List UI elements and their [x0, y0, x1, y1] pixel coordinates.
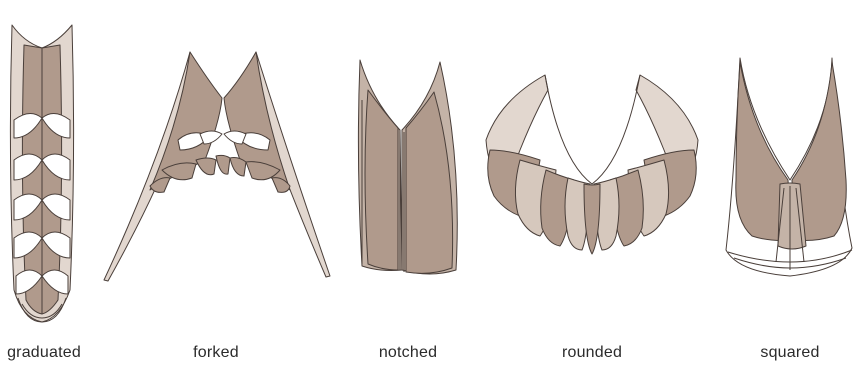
- label-rounded: rounded: [562, 344, 622, 362]
- label-squared: squared: [760, 344, 819, 362]
- label-forked: forked: [193, 344, 239, 362]
- label-notched: notched: [379, 344, 437, 362]
- graduated-tail-icon: [10, 25, 73, 322]
- label-graduated: graduated: [7, 344, 81, 362]
- squared-tail-icon: [726, 58, 852, 276]
- forked-tail-icon: [104, 52, 330, 281]
- rounded-tail-icon: [486, 75, 698, 254]
- notched-tail-icon: [358, 60, 457, 274]
